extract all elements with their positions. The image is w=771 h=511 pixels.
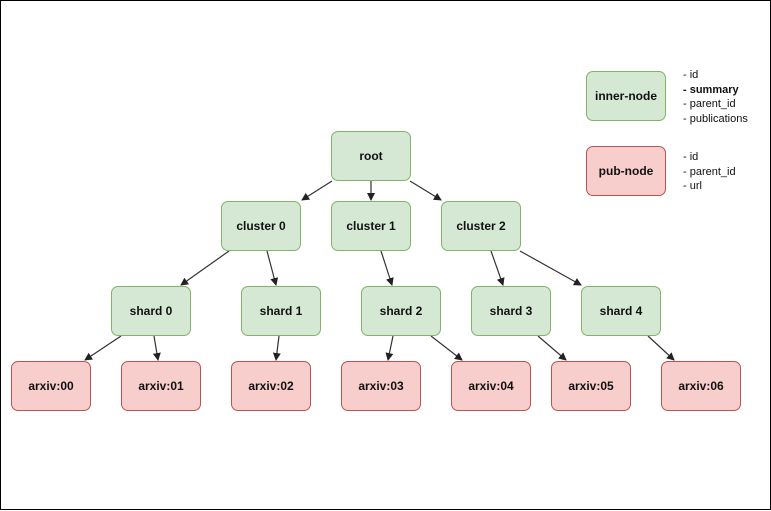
legend-inner-field: - id bbox=[683, 69, 699, 81]
node-label: shard 0 bbox=[129, 304, 173, 318]
edge-cluster2-shard4 bbox=[519, 250, 582, 286]
node-label: arxiv:03 bbox=[358, 379, 404, 393]
node-cluster-0[interactable]: cluster 0 bbox=[221, 201, 301, 251]
node-label: cluster 1 bbox=[346, 219, 396, 233]
node-label: arxiv:01 bbox=[138, 379, 184, 393]
node-shard-0[interactable]: shard 0 bbox=[111, 286, 191, 336]
legend-inner-node: inner-node bbox=[586, 71, 666, 121]
edge-shard0-arxiv01 bbox=[152, 335, 161, 361]
legend-inner-label: inner-node bbox=[595, 89, 657, 103]
legend-pub-field: - parent_id bbox=[683, 165, 736, 178]
edge-shard2-arxiv04 bbox=[430, 335, 463, 361]
edge-cluster1-shard2 bbox=[380, 250, 394, 286]
node-label: arxiv:04 bbox=[468, 379, 514, 393]
node-shard-1[interactable]: shard 1 bbox=[241, 286, 321, 336]
legend-inner-field: - parent_id bbox=[683, 98, 736, 110]
node-label: shard 4 bbox=[599, 304, 643, 318]
node-root[interactable]: root bbox=[331, 131, 411, 181]
legend-inner-fields: - id - summary - parent_id - publication… bbox=[683, 68, 748, 126]
node-arxiv-00[interactable]: arxiv:00 bbox=[11, 361, 91, 411]
node-root-label: root bbox=[359, 149, 383, 163]
node-cluster-2[interactable]: cluster 2 bbox=[441, 201, 521, 251]
node-label: shard 3 bbox=[489, 304, 533, 318]
node-arxiv-02[interactable]: arxiv:02 bbox=[231, 361, 311, 411]
legend-inner-field: - publications bbox=[683, 112, 748, 125]
legend-pub-label: pub-node bbox=[598, 164, 654, 178]
node-shard-4[interactable]: shard 4 bbox=[581, 286, 661, 336]
edge-shard2-arxiv03 bbox=[385, 335, 394, 361]
legend-pub-field: - id bbox=[683, 151, 699, 163]
legend-pub-fields: - id - parent_id - url bbox=[683, 150, 736, 194]
node-label: arxiv:00 bbox=[28, 379, 74, 393]
legend-pub-field: - url bbox=[683, 180, 702, 192]
edge-root-cluster0 bbox=[301, 180, 333, 201]
node-arxiv-04[interactable]: arxiv:04 bbox=[451, 361, 531, 411]
node-arxiv-01[interactable]: arxiv:01 bbox=[121, 361, 201, 411]
edge-cluster0-shard0 bbox=[180, 250, 230, 286]
node-label: shard 1 bbox=[259, 304, 303, 318]
node-label: arxiv:02 bbox=[248, 379, 294, 393]
node-label: cluster 0 bbox=[236, 219, 286, 233]
node-cluster-1[interactable]: cluster 1 bbox=[331, 201, 411, 251]
edge-cluster2-shard3 bbox=[490, 250, 505, 286]
edge-cluster0-shard1 bbox=[266, 250, 279, 286]
node-arxiv-05[interactable]: arxiv:05 bbox=[551, 361, 631, 411]
legend-inner-field: - summary bbox=[683, 83, 739, 96]
node-shard-3[interactable]: shard 3 bbox=[471, 286, 551, 336]
node-arxiv-06[interactable]: arxiv:06 bbox=[661, 361, 741, 411]
node-label: arxiv:06 bbox=[678, 379, 724, 393]
edge-shard0-arxiv00 bbox=[84, 335, 122, 361]
node-label: shard 2 bbox=[379, 304, 423, 318]
node-shard-2[interactable]: shard 2 bbox=[361, 286, 441, 336]
edge-shard3-arxiv05 bbox=[537, 335, 567, 361]
node-label: arxiv:05 bbox=[568, 379, 614, 393]
node-arxiv-03[interactable]: arxiv:03 bbox=[341, 361, 421, 411]
node-label: cluster 2 bbox=[456, 219, 506, 233]
edge-root-cluster2 bbox=[409, 180, 442, 201]
edge-shard4-arxiv06 bbox=[647, 335, 675, 361]
edge-shard1-arxiv02 bbox=[272, 335, 281, 361]
legend-pub-node: pub-node bbox=[586, 146, 666, 196]
